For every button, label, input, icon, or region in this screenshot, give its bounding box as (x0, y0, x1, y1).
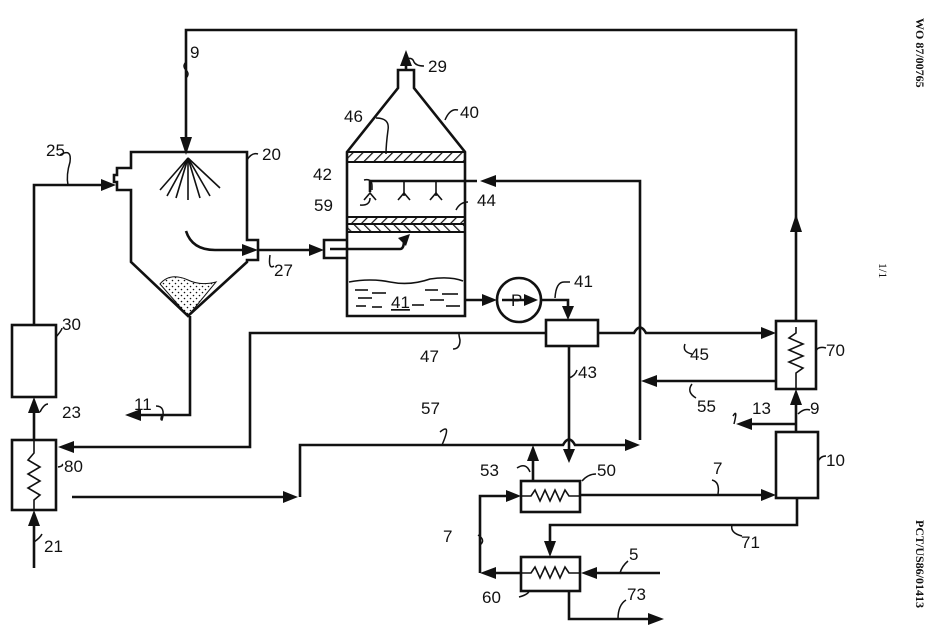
label-40: 40 (460, 103, 479, 122)
label-43: 43 (578, 363, 597, 382)
demister-46 (347, 152, 465, 162)
label-41-stream: 41 (574, 272, 593, 291)
label-70: 70 (826, 341, 845, 360)
arrow-up-70-outlet (790, 214, 802, 232)
arrow-80-outlet (283, 491, 298, 503)
label-9-bottom: 9 (810, 399, 819, 418)
arrow-47 (58, 441, 74, 453)
label-57: 57 (421, 399, 440, 418)
label-53: 53 (480, 461, 499, 480)
arrow-71 (544, 541, 556, 557)
arrow-7-to-10 (761, 489, 776, 501)
label-11: 11 (134, 395, 152, 414)
arrow-to-spray-header (480, 175, 496, 187)
arrow-7-to-50 (506, 490, 521, 502)
label-47: 47 (420, 347, 439, 366)
label-23: 23 (62, 403, 81, 422)
heat-exchanger-60 (521, 557, 580, 591)
label-5: 5 (629, 545, 638, 564)
label-46: 46 (344, 107, 363, 126)
label-20: 20 (262, 145, 281, 164)
label-71: 71 (741, 533, 760, 552)
arrow-45 (761, 327, 776, 339)
stream-25-line (34, 185, 110, 325)
label-25: 25 (46, 141, 65, 160)
arrow-13 (736, 418, 752, 430)
label-21: 21 (44, 537, 63, 556)
arrow-9 (790, 389, 802, 405)
label-41-liquid: 41 (391, 293, 410, 312)
arrow-5 (581, 567, 597, 579)
arrow-21 (28, 510, 40, 526)
arrow-73 (648, 613, 664, 625)
spray-dryer-20 (114, 152, 258, 316)
arrow-23 (28, 397, 40, 413)
label-7-upper: 7 (713, 459, 722, 478)
arrow-57 (625, 439, 640, 451)
label-60: 60 (482, 588, 501, 607)
label-50: 50 (597, 461, 616, 480)
label-29: 29 (428, 57, 447, 76)
arrow-53 (527, 445, 539, 461)
label-7-left: 7 (443, 527, 452, 546)
arrow-7-left (480, 567, 496, 579)
label-44: 44 (477, 191, 496, 210)
packing-44-lower (347, 224, 465, 232)
label-13: 13 (752, 399, 771, 418)
arrow-43 (563, 449, 575, 463)
stream-7-to-50 (480, 496, 512, 573)
packing-44-upper (347, 217, 465, 224)
label-42: 42 (313, 165, 332, 184)
label-27: 27 (274, 261, 293, 280)
label-pump: P (511, 291, 522, 310)
label-10: 10 (826, 451, 845, 470)
label-9-top: 9 (190, 43, 199, 62)
unit-10 (776, 432, 818, 498)
arrow-27 (309, 244, 324, 256)
stream-57-line (300, 440, 632, 498)
stream-45-line (598, 328, 768, 334)
heater-30 (12, 325, 56, 397)
label-80: 80 (64, 457, 83, 476)
label-59: 59 (314, 196, 333, 215)
stream-47-line (72, 333, 546, 447)
label-45: 45 (690, 345, 709, 364)
splitter-box (546, 320, 598, 346)
arrow-55 (641, 375, 657, 387)
stream-71-line (550, 498, 797, 550)
spray-nozzle (160, 158, 220, 200)
label-73: 73 (627, 585, 646, 604)
label-55: 55 (697, 397, 716, 416)
label-30: 30 (62, 315, 81, 334)
